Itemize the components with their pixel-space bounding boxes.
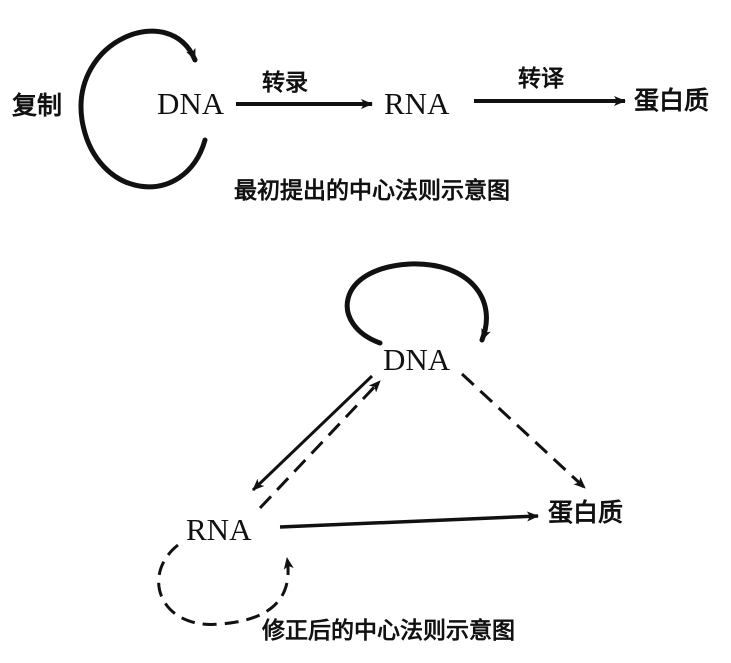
transcription-label: 转录 [262, 70, 308, 96]
top-rna-node: RNA [384, 86, 450, 121]
dna-replication-loop-arrow [344, 261, 491, 346]
translation-label: 转译 [518, 66, 564, 92]
original-dogma-caption: 最初提出的中心法则示意图 [234, 178, 510, 204]
rna-replication-dashed-loop-arrow [157, 543, 294, 626]
replication-label: 复制 [12, 91, 63, 120]
rna-to-dna-dashed-arrow [258, 379, 382, 510]
dna-to-protein-dashed-arrow [460, 372, 587, 490]
top-protein-node: 蛋白质 [634, 86, 710, 115]
top-dna-node: DNA [157, 86, 225, 121]
dna-to-rna-arrow [251, 374, 374, 492]
bottom-protein-node: 蛋白质 [548, 498, 624, 527]
revised-dogma-caption: 修正后的中心法则示意图 [262, 618, 515, 644]
rna-to-protein-arrow [279, 511, 539, 529]
bottom-dna-node: DNA [383, 342, 451, 377]
replication-loop-arrow [78, 28, 208, 190]
bottom-rna-node: RNA [186, 512, 252, 547]
